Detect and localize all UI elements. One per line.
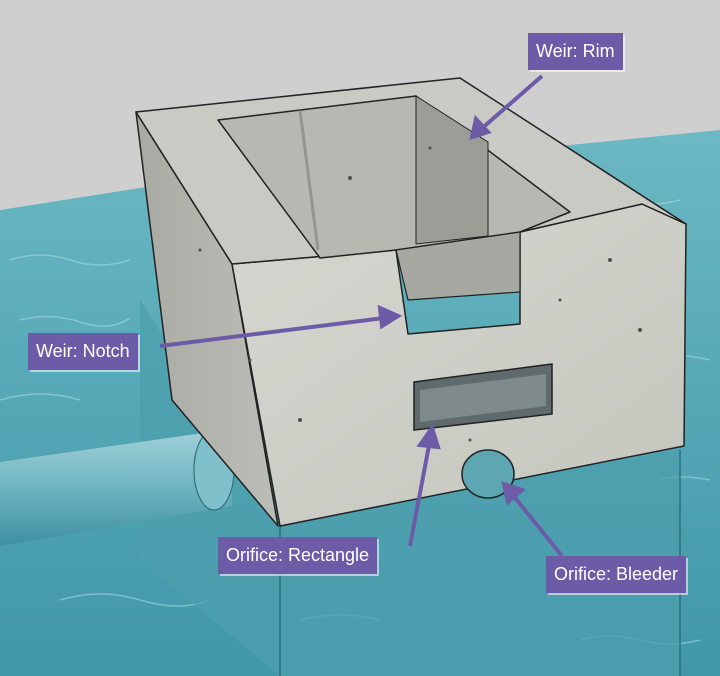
interior-wall <box>415 95 489 245</box>
inlet-pipe <box>0 432 232 546</box>
label-orifice-bleeder: Orifice: Bleeder <box>546 556 687 593</box>
weir-notch <box>395 231 521 301</box>
label-weir-rim: Weir: Rim <box>528 33 623 70</box>
label-weir-notch: Weir: Notch <box>28 333 138 370</box>
callout-arrows <box>159 74 564 558</box>
label-orifice-rectangle: Orifice: Rectangle <box>218 537 378 574</box>
submerged-box <box>140 300 680 676</box>
concrete-speckles <box>198 146 642 442</box>
bleeder-orifice <box>461 449 515 499</box>
